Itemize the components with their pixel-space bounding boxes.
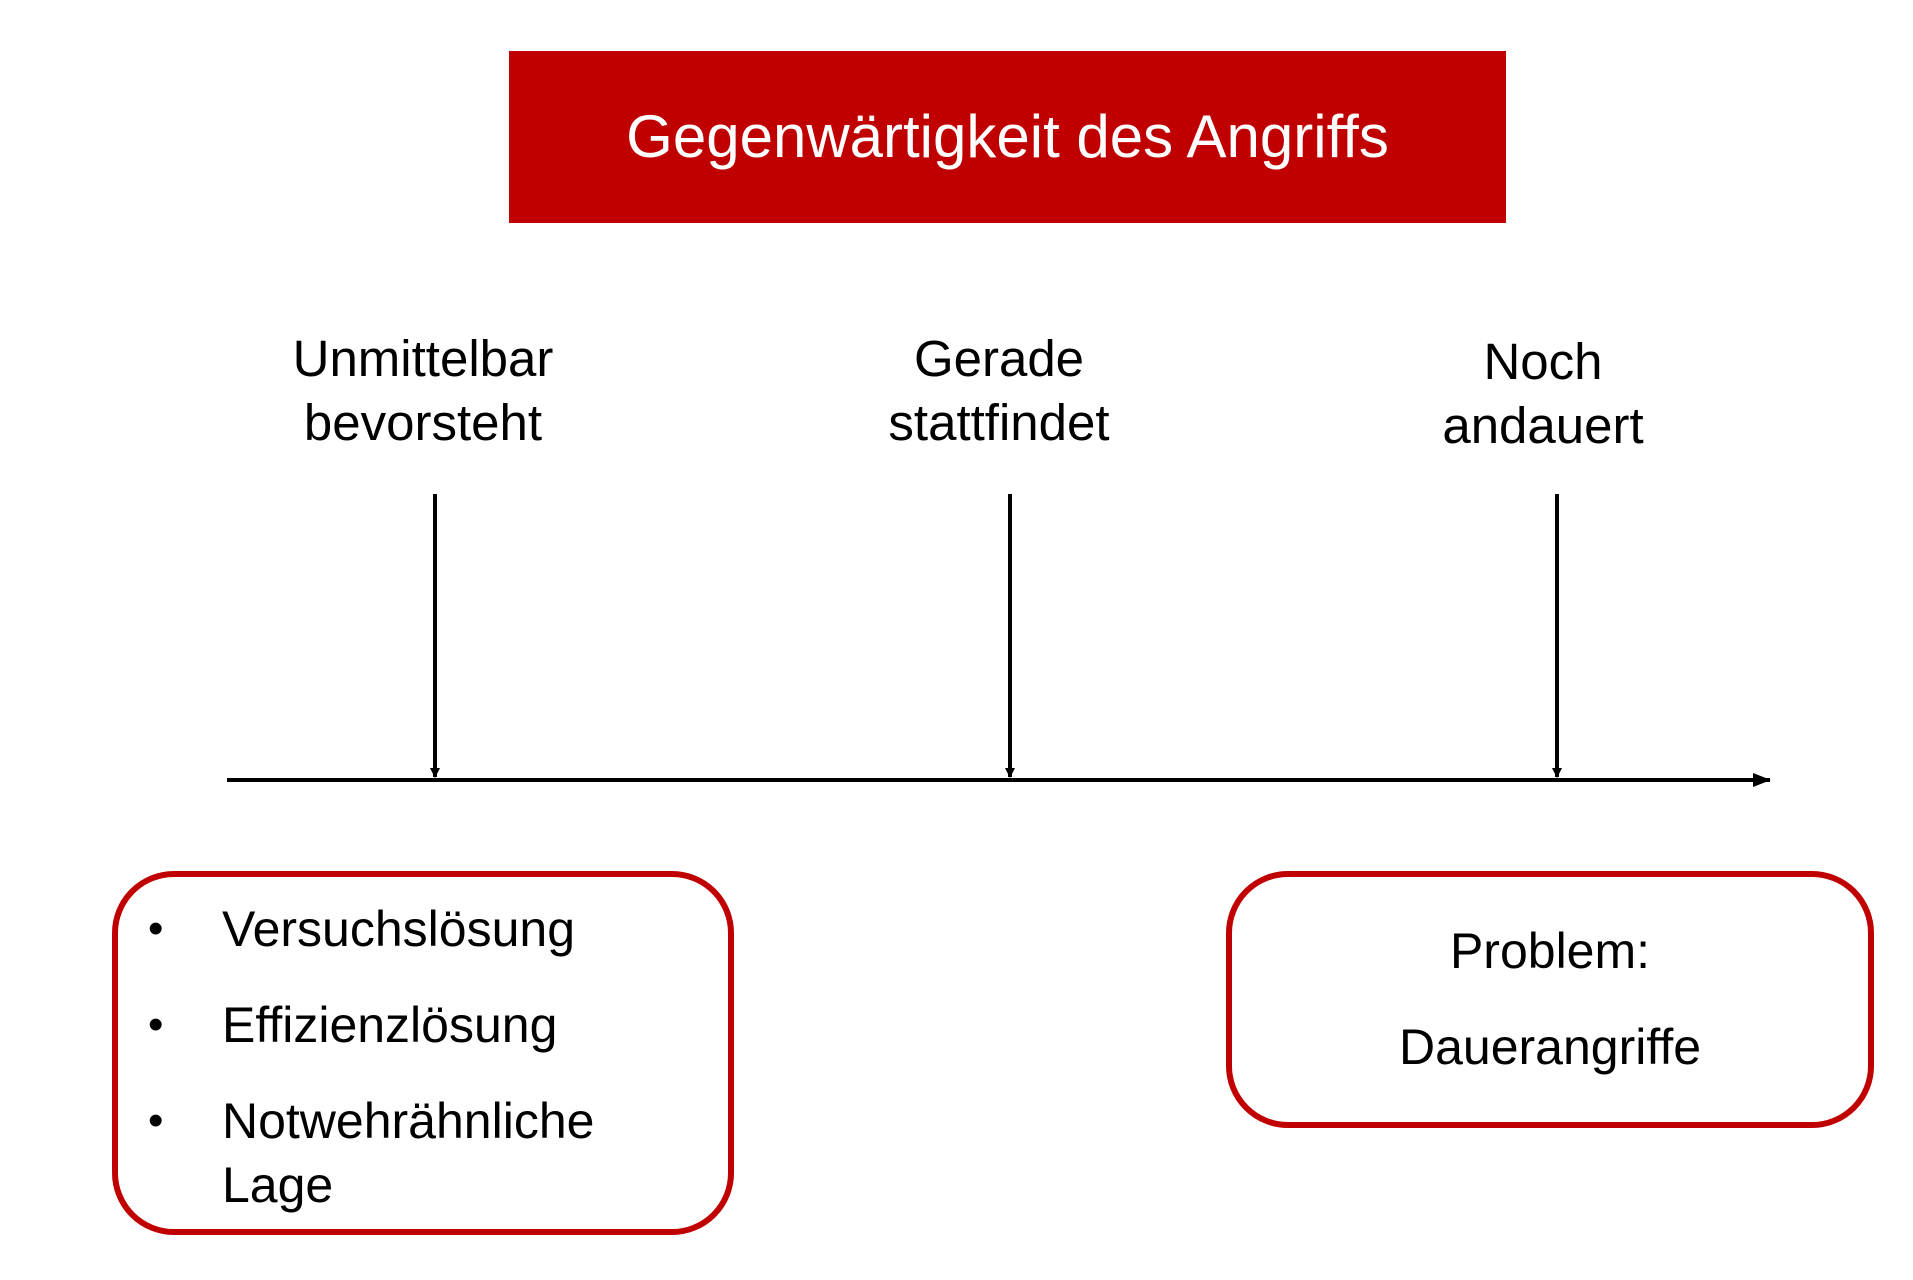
marker-label-gerade: Gerade stattfindet [789,327,1209,455]
list-item: • Effizienzlösung [144,993,704,1057]
marker-label-noch: Noch andauert [1333,330,1753,458]
marker-label-line: Noch [1483,333,1603,390]
solutions-list: • Versuchslösung • Effizienzlösung • Not… [144,897,704,1217]
solutions-box: • Versuchslösung • Effizienzlösung • Not… [112,871,734,1235]
problem-box: Problem: Dauerangriffe [1226,871,1874,1128]
problem-label: Problem: [1449,923,1651,979]
marker-label-line: andauert [1442,397,1644,454]
diagram-title: Gegenwärtigkeit des Angriffs [626,103,1389,170]
problem-value: Dauerangriffe [1398,1019,1702,1075]
problem-text: Problem: Dauerangriffe [1232,919,1868,1079]
list-item-text: Versuchslösung [222,901,576,957]
list-item-text: Notwehrähnliche [222,1093,595,1149]
title-banner: Gegenwärtigkeit des Angriffs [509,51,1506,223]
bullet-icon: • [148,904,164,953]
marker-label-line: bevorsteht [303,394,543,451]
marker-label-line: stattfindet [888,394,1110,451]
list-item: • Versuchslösung [144,897,704,961]
bullet-icon: • [148,1096,164,1145]
marker-label-unmittelbar: Unmittelbar bevorsteht [213,327,633,455]
marker-label-line: Gerade [913,330,1085,387]
bullet-icon: • [148,1000,164,1049]
list-item-text: Effizienzlösung [222,997,558,1053]
list-item: • Notwehrähnliche Lage [144,1089,704,1217]
marker-label-line: Unmittelbar [292,330,554,387]
list-item-text: Lage [222,1157,334,1213]
